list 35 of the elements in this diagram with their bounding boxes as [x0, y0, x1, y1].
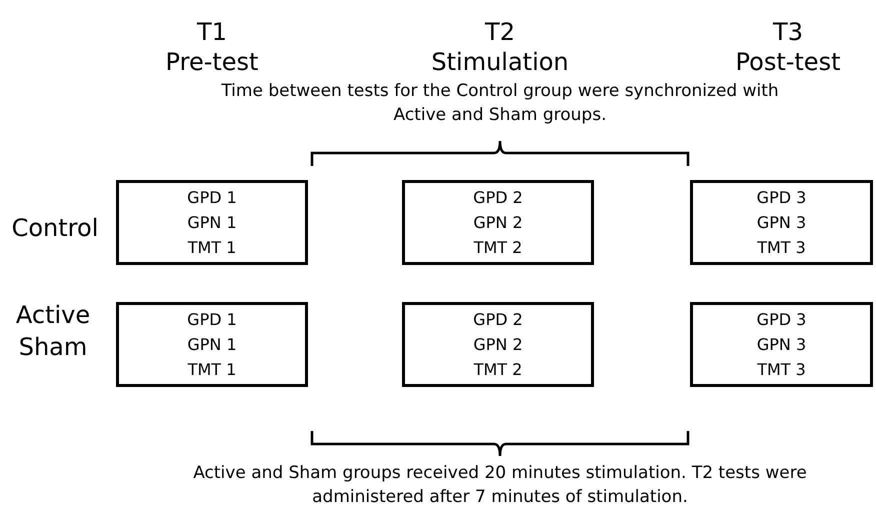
test-name: GPN 2	[473, 334, 523, 356]
test-name: GPN 1	[187, 334, 237, 356]
test-name: GPN 3	[756, 212, 806, 234]
time-point: T2	[485, 17, 515, 48]
test-name: GPD 2	[473, 187, 523, 209]
phase-label: Stimulation	[431, 47, 569, 78]
test-box	[116, 302, 308, 387]
note-text: Time between tests for the Control group were synchronized with Active and Sham groups.	[220, 80, 780, 127]
test-box	[402, 302, 594, 387]
test-box	[690, 180, 873, 265]
group-label: Control	[12, 213, 98, 244]
test-name: TMT 3	[757, 359, 806, 381]
test-name: GPD 3	[756, 309, 806, 331]
test-name: GPD 3	[756, 187, 806, 209]
phase-label: Pre-test	[166, 47, 258, 78]
test-box	[116, 180, 308, 265]
test-box	[402, 180, 594, 265]
time-point: T3	[773, 17, 803, 48]
test-name: TMT 1	[188, 237, 236, 259]
test-name: GPN 3	[756, 334, 806, 356]
time-point: T1	[197, 17, 227, 48]
test-name: GPD 2	[473, 309, 523, 331]
group-label: Sham	[18, 332, 88, 363]
group-label: Active	[16, 300, 90, 331]
test-name: TMT 3	[757, 237, 806, 259]
note-text: Active and Sham groups received 20 minutes stimulation. T2 tests were administered after 7 minutes of stimulation.	[192, 462, 808, 509]
test-name: TMT 1	[188, 359, 236, 381]
test-name: GPD 1	[187, 309, 237, 331]
test-name: GPD 1	[187, 187, 237, 209]
test-name: GPN 2	[473, 212, 523, 234]
test-name: GPN 1	[187, 212, 237, 234]
test-name: TMT 2	[474, 359, 522, 381]
phase-label: Post-test	[736, 47, 840, 78]
test-name: TMT 2	[474, 237, 522, 259]
test-box	[690, 302, 873, 387]
